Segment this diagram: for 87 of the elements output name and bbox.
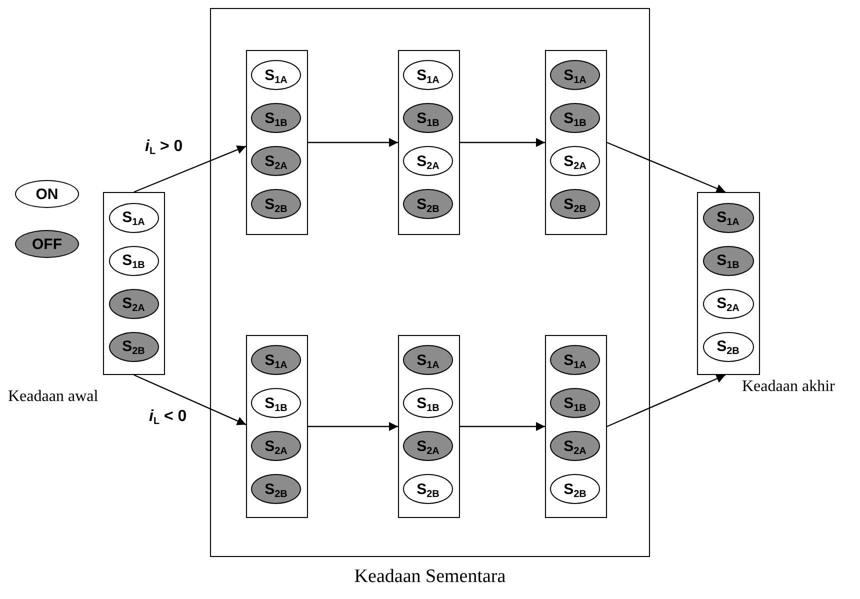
arrow [460, 422, 545, 431]
switch-label: S$_{1A}$ [416, 66, 440, 84]
switch-ellipse [251, 388, 301, 418]
switch-ellipse [108, 332, 158, 362]
switch-column-box [544, 50, 606, 234]
edge-label: i$_{L}$ > 0 [143, 138, 185, 156]
switch-label: S$_{2A}$ [416, 152, 440, 170]
switch-label: S$_{1A}$ [122, 209, 145, 226]
arrow [308, 138, 398, 147]
switch-column-box [544, 334, 606, 518]
switch-label: S$_{2A}$ [416, 438, 440, 454]
switch-label: S$_{2B}$ [416, 480, 440, 498]
switch-label: S$_{1B}$ [564, 394, 586, 412]
switch-label: S$_{1B}$ [416, 394, 440, 412]
switch-ellipse [550, 60, 600, 90]
arrow [308, 422, 398, 431]
switch-label: S$_{2A}$ [122, 295, 145, 312]
switch-ellipse [251, 474, 301, 504]
switch-label: S$_{1A}$ [564, 352, 586, 368]
switch-label: S$_{2B}$ [264, 196, 288, 212]
state-caption: Keadaan akhir [742, 378, 835, 396]
switch-label: S$_{1B}$ [122, 252, 145, 269]
switch-label: S$_{2A}$ [564, 438, 586, 454]
switch-label: S$_{1B}$ [564, 110, 586, 126]
switch-ellipse [403, 189, 453, 219]
switch-ellipse [403, 60, 453, 90]
switch-ellipse [108, 246, 158, 276]
arrow [460, 138, 545, 147]
arrow [134, 145, 246, 193]
switch-label: S$_{1A}$ [564, 66, 586, 84]
switch-ellipse [403, 388, 453, 418]
switch-ellipse [251, 189, 301, 219]
switch-ellipse [702, 332, 754, 362]
switch-label: S$_{2A}$ [264, 152, 288, 170]
legend-label: OFF [32, 236, 62, 252]
switch-ellipse [550, 431, 600, 461]
switch-label: S$_{2B}$ [564, 480, 586, 498]
switch-label: S$_{1B}$ [264, 394, 288, 412]
switch-label: S$_{1A}$ [264, 66, 288, 84]
switch-label: S$_{2B}$ [122, 338, 145, 355]
switch-label: S$_{2A}$ [264, 438, 288, 454]
arrow [606, 374, 726, 428]
switch-ellipse [550, 388, 600, 418]
switch-ellipse [550, 146, 600, 176]
switch-ellipse [550, 474, 600, 504]
switch-column-box [398, 50, 460, 234]
switch-ellipse [251, 345, 301, 375]
switch-ellipse [403, 431, 453, 461]
switch-label: S$_{1B}$ [264, 110, 288, 126]
edge-label: i$_{L}$ < 0 [147, 408, 189, 426]
switch-ellipse [550, 345, 600, 375]
switch-label: S$_{2B}$ [716, 338, 740, 355]
switch-label: S$_{1A}$ [264, 352, 288, 368]
switch-label: S$_{1A}$ [716, 209, 740, 226]
switch-label: S$_{1B}$ [716, 252, 740, 269]
switch-ellipse [108, 202, 158, 232]
switch-ellipse [403, 345, 453, 375]
arrow [134, 374, 246, 426]
switch-ellipse [403, 103, 453, 133]
switch-label: S$_{2B}$ [264, 480, 288, 498]
group-caption: Keadaan Sementara [354, 566, 506, 588]
switch-ellipse [251, 146, 301, 176]
switch-ellipse [702, 288, 754, 318]
arrow [606, 142, 726, 193]
switch-label: S$_{2B}$ [416, 196, 440, 212]
switch-ellipse [550, 103, 600, 133]
switch-column-box [697, 192, 760, 375]
switch-label: S$_{2A}$ [564, 152, 586, 170]
switch-label: S$_{1A}$ [416, 352, 440, 368]
switch-column-box [246, 50, 308, 234]
switch-ellipse [403, 146, 453, 176]
switch-label: S$_{2B}$ [564, 196, 586, 212]
switch-label: S$_{2A}$ [716, 295, 740, 312]
switch-ellipse [403, 474, 453, 504]
switch-ellipse [550, 189, 600, 219]
switch-column-box [103, 192, 165, 375]
switch-label: S$_{1B}$ [416, 110, 440, 126]
switch-ellipse [251, 431, 301, 461]
switch-ellipse [251, 60, 301, 90]
legend-label: ON [36, 186, 58, 202]
switch-ellipse [702, 246, 754, 276]
switch-ellipse [702, 202, 754, 232]
switch-column-box [398, 334, 460, 518]
switch-ellipse [108, 288, 158, 318]
state-caption: Keadaan awal [8, 388, 98, 406]
switch-ellipse [251, 103, 301, 133]
switch-column-box [246, 334, 308, 518]
